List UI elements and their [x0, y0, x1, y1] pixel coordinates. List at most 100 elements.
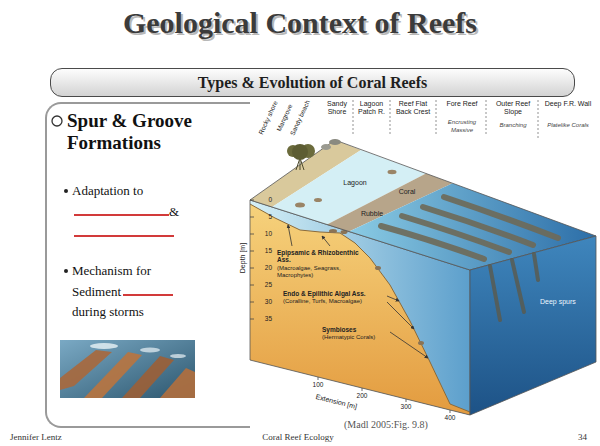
association-label: Endo & Epilithic Algal Ass.	[283, 290, 383, 297]
zone-label: Deep F.R. Wall	[542, 100, 594, 108]
tick	[250, 285, 254, 286]
association-note: (Hermatypic Corals)	[322, 334, 386, 341]
tick	[250, 319, 254, 320]
coral-form-label: Platelike Corals	[542, 122, 594, 129]
zone-separator	[353, 100, 354, 134]
patch-reef	[314, 198, 322, 202]
section-banner: Types & Evolution of Coral Reefs	[50, 68, 575, 97]
axis-number: 10	[265, 230, 272, 237]
spurs	[381, 197, 558, 259]
photo-water	[60, 340, 195, 398]
spur	[444, 197, 558, 238]
bullet-dot	[64, 269, 68, 273]
zone-label: Rocky shore	[257, 100, 279, 136]
fill-in-blank	[123, 281, 173, 296]
bullet-text: Mechanism for Sediment	[72, 263, 151, 299]
photo-foam	[170, 354, 186, 358]
bullet-text: Adaptation to	[72, 183, 143, 198]
leader-arrow	[387, 296, 399, 301]
area-label: Deep spurs	[540, 298, 576, 306]
association-note: (Coralline, Turfs, Macroalgae)	[283, 298, 383, 305]
leader-arrow	[322, 236, 330, 246]
area-label: Coral	[399, 188, 416, 196]
coral-form-label: Branching	[490, 122, 536, 129]
association-label: Epipsamic & Rhizobenthic Ass.	[277, 249, 369, 264]
spur	[381, 226, 484, 259]
rock	[321, 144, 331, 150]
figure-citation: (Madl 2005:Fig. 9.8)	[344, 419, 428, 431]
photo-foam	[140, 348, 160, 353]
zone-label: Fore Reef	[440, 100, 484, 108]
tick	[406, 399, 407, 402]
tick	[250, 200, 254, 201]
tick	[250, 302, 254, 303]
axis-number: 400	[445, 414, 456, 421]
bullet-dot	[64, 189, 68, 193]
bullet-item: Adaptation to&	[72, 181, 187, 243]
deep-spur	[490, 266, 500, 320]
axis-number: 35	[265, 315, 272, 322]
association-note: (Macroalgae, Seagrass, Macrophytes)	[277, 265, 369, 279]
canopy	[292, 144, 308, 160]
tick	[318, 377, 319, 380]
spur	[402, 216, 509, 252]
axis-number: 0	[268, 196, 272, 203]
patch-reef	[388, 170, 397, 174]
page-number: 34	[578, 432, 587, 442]
axis-title: Extension [m]	[314, 393, 357, 411]
tick	[250, 268, 254, 269]
axis-number: 300	[401, 403, 412, 410]
zone-label: Lagoon Patch R.	[355, 100, 388, 116]
area-label: Rubble	[361, 210, 383, 218]
zone-separator	[538, 100, 539, 138]
bullet-heading-text: Spur & Groove Formations	[67, 110, 192, 153]
zone-label: Sandy Shore	[322, 100, 352, 116]
tick	[250, 217, 254, 218]
zone-separators	[353, 100, 538, 138]
banner-text: Types & Evolution of Coral Reefs	[198, 74, 427, 92]
zone-separator	[436, 100, 437, 136]
slope-face	[470, 236, 596, 415]
axis-number: 15	[265, 247, 272, 254]
tick	[450, 410, 451, 413]
tick	[362, 388, 363, 391]
deep-spur	[512, 260, 524, 312]
coral-colony	[418, 341, 424, 345]
photo-foam	[90, 343, 118, 349]
axis-number: 30	[265, 298, 272, 305]
deep-spur	[534, 254, 538, 280]
axis-number: 100	[313, 381, 324, 388]
bullet-item: Mechanism for Sediment during storms	[72, 261, 187, 322]
mangrove-tree	[287, 144, 315, 170]
bullet-text: during storms	[72, 304, 144, 319]
depth-ticks	[250, 200, 254, 319]
extension-ticks	[318, 377, 450, 413]
coral-colony	[329, 229, 337, 233]
axis-number: 25	[265, 281, 272, 288]
coral-colony	[375, 266, 381, 270]
footer-course: Coral Reef Ecology	[262, 432, 333, 442]
tick	[250, 251, 254, 252]
leader-arrow	[387, 302, 414, 329]
association-label: Symbioses	[322, 326, 386, 333]
leader-arrow	[390, 332, 428, 358]
zone-separator	[486, 100, 487, 136]
axis-title: Depth [m]	[239, 243, 247, 273]
fill-in-blank	[74, 201, 169, 216]
patch-reefs	[295, 170, 397, 208]
patch-reef	[295, 203, 305, 208]
zone-label: Reef Flat Back Crest	[392, 100, 434, 116]
coral-form-label: Massive	[440, 127, 484, 134]
leader-arrow	[288, 225, 292, 246]
bullet-circle	[52, 116, 62, 126]
axis-number: 20	[265, 264, 272, 271]
rock	[329, 139, 341, 145]
zone-label: Outer Reef Slope	[490, 100, 536, 116]
coral-form-label: Encrusting	[440, 119, 484, 126]
bullet-heading: Spur & Groove Formations	[67, 110, 217, 154]
tick	[250, 234, 254, 235]
photo-spur	[160, 368, 195, 398]
axis-number: 5	[268, 213, 272, 220]
spur	[423, 207, 533, 245]
